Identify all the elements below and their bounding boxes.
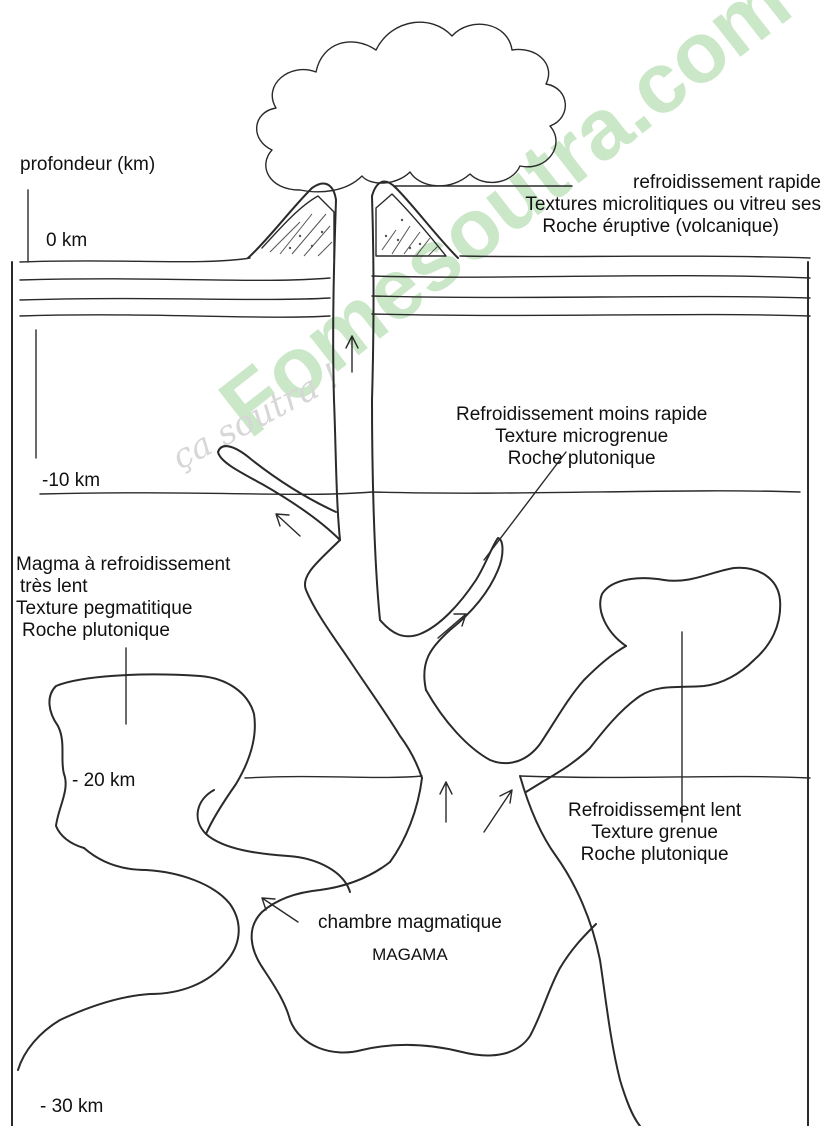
arrow-up-left-icon [276,514,300,536]
volcanic-line-1: refroidissement rapide [525,172,821,194]
pegmatite-line-2: très lent [16,576,230,598]
arrow-up-right-icon [438,614,466,638]
depth-label-0: 0 km [46,230,87,252]
depth-label-10: -10 km [42,470,100,492]
depth-label-20: - 20 km [72,770,135,792]
pegmatite-line-3: Texture pegmatitique [16,598,230,620]
arrow-up-right-icon [484,790,512,832]
volcanic-label: refroidissement rapide Textures microlit… [525,172,821,238]
grenue-label: Refroidissement lent Texture grenue Roch… [568,800,741,866]
chamber-line-1: chambre magmatique [318,912,502,934]
depth-axis-title: profondeur (km) [20,154,155,176]
chamber-line-2: MAGAMA [318,944,502,966]
pegmatite-line-4: Roche plutonique [16,620,230,642]
pegmatite-label: Magma à refroidissement très lent Textur… [16,554,230,642]
pegmatite-line-1: Magma à refroidissement [16,554,230,576]
grenue-line-2: Texture grenue [568,822,741,844]
microgrenue-line-3: Roche plutonique [456,448,707,470]
chamber-label: chambre magmatique MAGAMA [318,912,502,966]
arrow-up-left-icon [262,898,298,922]
microgrenue-line-1: Refroidissement moins rapide [456,404,707,426]
depth-label-30: - 30 km [40,1096,103,1118]
microgrenue-line-2: Texture microgrenue [456,426,707,448]
volcanic-line-2: Textures microlitiques ou vitreu ses [525,194,821,216]
grenue-line-3: Roche plutonique [568,844,741,866]
arrow-up-icon [440,782,452,822]
grenue-pluton [526,568,780,792]
microgrenue-label: Refroidissement moins rapide Texture mic… [456,404,707,470]
grenue-line-1: Refroidissement lent [568,800,741,822]
volcanic-line-3: Roche éruptive (volcanique) [525,216,821,238]
